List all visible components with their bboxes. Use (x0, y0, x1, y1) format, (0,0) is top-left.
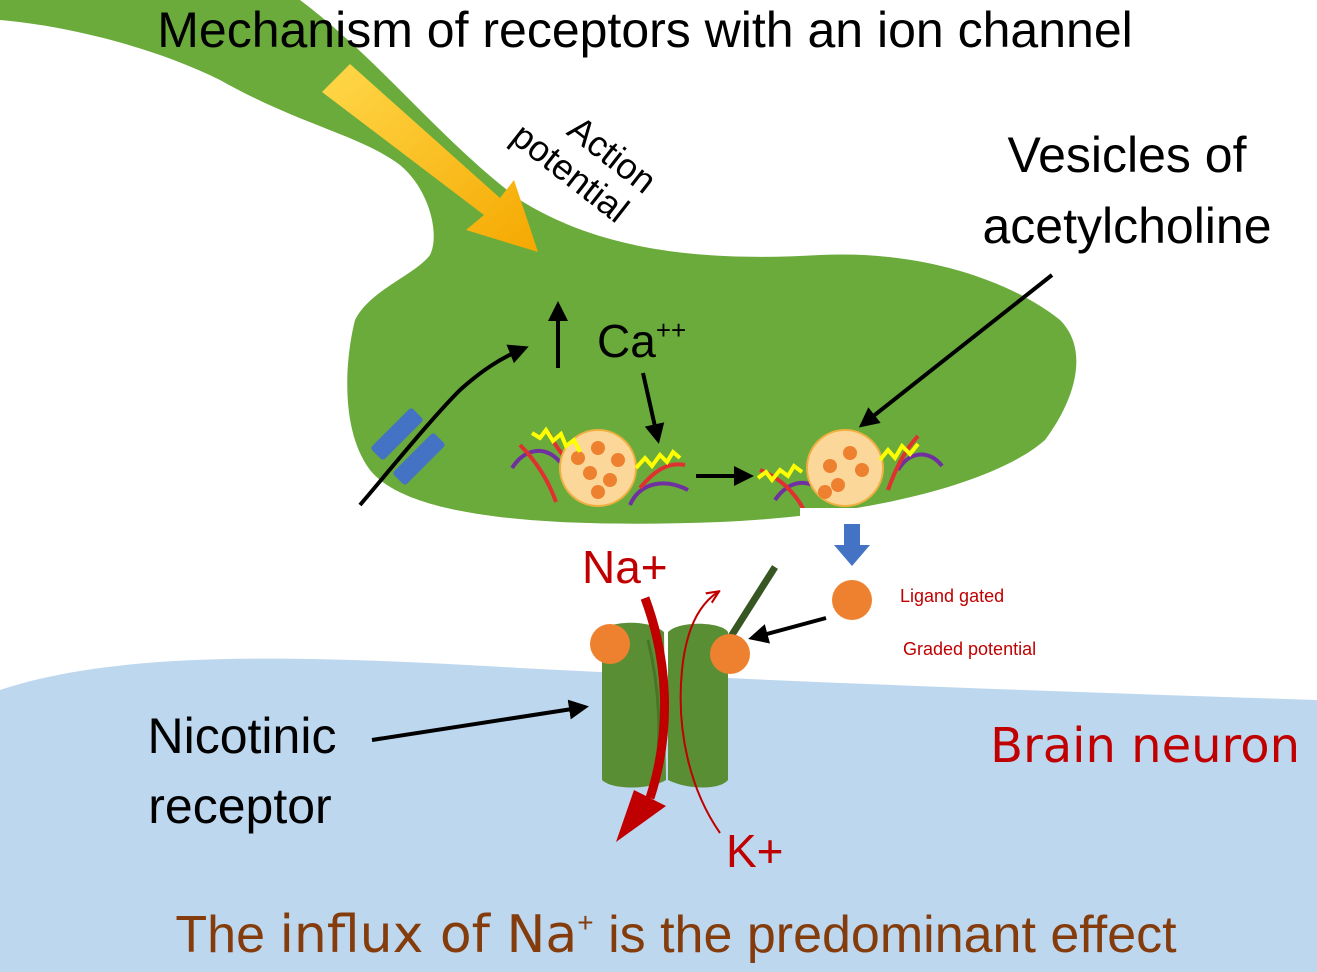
ligand-binding-arrow (748, 616, 827, 644)
release-arrow (834, 524, 870, 566)
acetylcholine-ligand (832, 580, 872, 620)
diagram-title: Mechanism of receptors with an ion chann… (157, 2, 1133, 58)
calcium-symbol: Ca (597, 315, 656, 367)
footer-part1: The (175, 906, 279, 964)
vesicles-pointer-arrow (858, 273, 1054, 428)
nicotinic-pointer-arrow (371, 699, 589, 742)
calcium-influx-arrow (358, 344, 529, 507)
nicotinic-label-line1: Nicotinic (148, 708, 337, 764)
action-potential-arrow (322, 64, 538, 252)
footer-part3: is the predominant effect (594, 906, 1177, 964)
sodium-influx-arrow (616, 596, 670, 842)
vesicle-fusing (756, 429, 944, 528)
potassium-label: K+ (726, 825, 784, 877)
footer-charge: + (577, 907, 593, 938)
calcium-charge: ++ (656, 315, 686, 345)
postsynaptic-neuron (0, 658, 1317, 972)
calcium-to-vesicle-arrow (641, 372, 665, 444)
vesicles-label-line1: Vesicles of (1007, 127, 1246, 183)
potassium-efflux-arrow (679, 592, 720, 834)
graded-potential-label: Graded potential (903, 639, 1036, 659)
vesicle-docking (510, 426, 689, 507)
nicotinic-label-line2: receptor (148, 778, 331, 834)
vesicles-label-line2: acetylcholine (982, 198, 1271, 254)
calcium-channel (371, 408, 445, 485)
brain-neuron-label: Brain neuron (990, 718, 1300, 774)
sodium-label: Na+ (582, 541, 668, 593)
footer-statement: The influx of Na+ is the predominant eff… (175, 905, 1177, 965)
ligand-gated-label: Ligand gated (900, 586, 1004, 606)
footer-part2: influx of Na (279, 905, 577, 965)
presynaptic-terminal (0, 0, 1077, 524)
calcium-label: Ca++ (597, 315, 686, 367)
